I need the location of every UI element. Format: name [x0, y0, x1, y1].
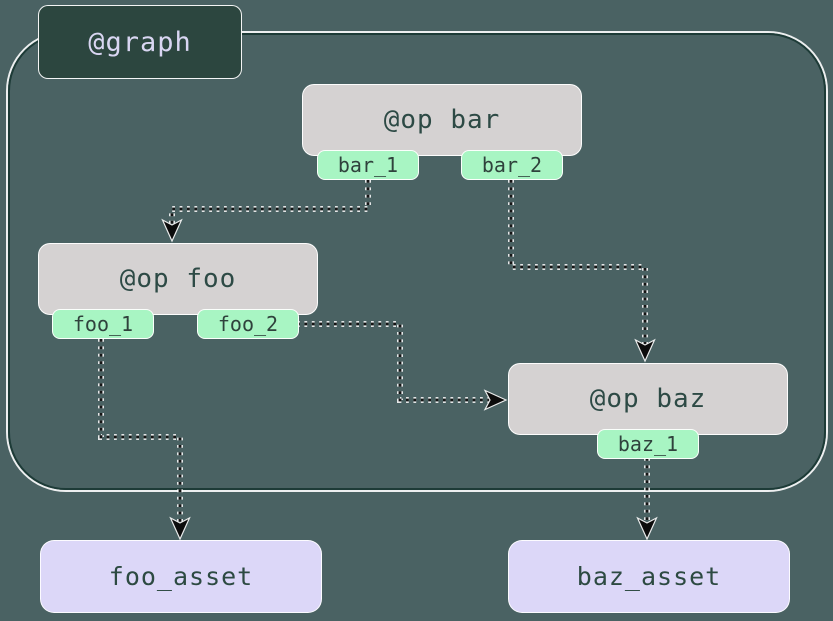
output-tag-bar_2: bar_2 — [461, 150, 563, 180]
graph-label: @graph — [38, 5, 242, 79]
output-tag-baz_1: baz_1 — [597, 429, 699, 459]
output-tag-foo_1-label: foo_1 — [72, 312, 134, 336]
arrowhead-down-icon — [169, 516, 191, 541]
arrowhead-down-icon — [636, 516, 658, 541]
op-baz-title: @op baz — [589, 384, 707, 414]
edge-foo_2-to-op-baz — [297, 321, 508, 411]
output-tag-bar_1-label: bar_1 — [337, 153, 399, 177]
edge-bar_2-to-op-baz — [508, 180, 656, 363]
output-tag-baz_1-label: baz_1 — [617, 432, 679, 456]
asset-node-baz_asset: baz_asset — [508, 540, 790, 613]
asset-foo-label: foo_asset — [108, 562, 254, 591]
asset-baz-label: baz_asset — [576, 562, 722, 591]
output-tag-bar_2-label: bar_2 — [481, 153, 543, 177]
op-bar-title: @op bar — [383, 105, 501, 135]
output-tag-bar_1: bar_1 — [317, 150, 419, 180]
op-node-foo: @op foo — [38, 243, 318, 315]
op-node-baz: @op baz — [508, 363, 788, 435]
op-foo-title: @op foo — [119, 264, 237, 294]
arrowhead-right-icon — [483, 389, 508, 411]
output-tag-foo_2-label: foo_2 — [217, 312, 279, 336]
output-tag-foo_1: foo_1 — [52, 309, 154, 339]
edge-bar_1-to-op-foo — [161, 180, 371, 243]
output-tag-foo_2: foo_2 — [197, 309, 299, 339]
graph-label-text: @graph — [88, 26, 192, 58]
asset-node-foo_asset: foo_asset — [40, 540, 322, 613]
edge-foo_1-to-foo_asset — [98, 339, 191, 541]
op-node-bar: @op bar — [302, 84, 582, 156]
graph-boundary — [8, 33, 826, 490]
arrowhead-down-icon — [634, 338, 656, 363]
arrowhead-down-icon — [161, 218, 183, 243]
edge-baz_1-to-baz_asset — [636, 458, 658, 541]
